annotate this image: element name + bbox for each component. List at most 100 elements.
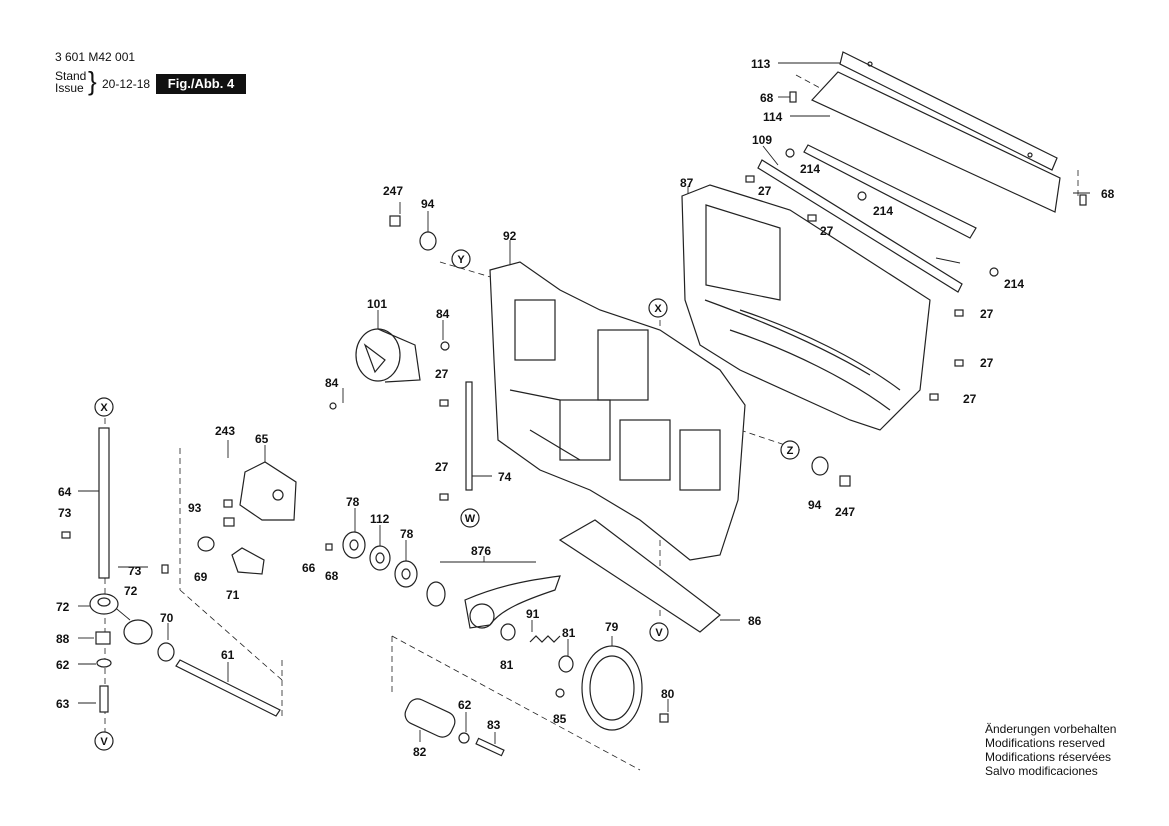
callout-79: 79 <box>605 620 619 634</box>
svg-text:X: X <box>100 402 108 414</box>
callout-91: 91 <box>526 607 540 621</box>
callout-62: 62 <box>56 658 70 672</box>
callout-83: 83 <box>487 718 501 732</box>
parts-81-washers <box>500 623 574 673</box>
part-69-bushing <box>197 536 215 552</box>
part-247-screw-a <box>389 215 401 227</box>
callout-86: 86 <box>748 614 762 628</box>
callout-84: 84 <box>436 307 450 321</box>
callout-876: 876 <box>471 544 492 558</box>
marker-y: Y <box>451 249 471 269</box>
part-876-lever <box>426 575 561 629</box>
callout-80: 80 <box>661 687 675 701</box>
note-fr: Modifications réservées <box>985 750 1112 764</box>
callout-88: 88 <box>56 632 70 646</box>
callout-27: 27 <box>820 224 834 238</box>
brace-glyph: } <box>88 66 97 96</box>
svg-text:W: W <box>465 513 476 525</box>
callout-93: 93 <box>188 501 202 515</box>
marker-x-2: X <box>94 397 114 417</box>
part-87-guard <box>681 184 931 431</box>
part-72-gear-a <box>89 593 119 615</box>
part-71-clip <box>231 547 265 575</box>
washers-78-112 <box>342 531 418 588</box>
marker-w: W <box>460 508 480 528</box>
part-109-rail <box>757 159 963 293</box>
callout-27: 27 <box>435 460 449 474</box>
part-63-screw <box>99 685 109 713</box>
part-113-114-strips <box>803 51 1061 239</box>
callout-247: 247 <box>383 184 404 198</box>
callout-214: 214 <box>800 162 821 176</box>
part-65-bracket <box>239 461 297 521</box>
stand-label: Stand <box>55 69 87 83</box>
callout-27: 27 <box>435 367 449 381</box>
leader-lines <box>78 62 1090 744</box>
callout-114: 114 <box>763 110 783 124</box>
part-88-nut <box>95 631 111 645</box>
part-83-screw <box>475 737 505 757</box>
marker-x-1: X <box>648 298 668 318</box>
note-es: Salvo modificaciones <box>985 764 1098 778</box>
reference-markers: Y X X W Z V V <box>94 249 800 751</box>
callout-72: 72 <box>56 600 70 614</box>
callout-112: 112 <box>370 512 390 526</box>
svg-text:X: X <box>654 303 662 315</box>
part-101-sleeve <box>355 328 421 383</box>
callout-247: 247 <box>835 505 856 519</box>
part-94-washer-b <box>811 456 829 476</box>
part-79-knob <box>581 645 643 731</box>
part-247-screw-b <box>839 475 851 487</box>
part-86-cover <box>558 519 721 633</box>
callout-27: 27 <box>980 307 994 321</box>
callout-214: 214 <box>873 204 894 218</box>
callout-78: 78 <box>400 527 414 541</box>
issue-label: Issue <box>55 81 84 95</box>
part-61-shaft <box>175 659 281 717</box>
part-94-washer-a <box>419 231 437 251</box>
part-82-grip <box>404 698 456 738</box>
part-64-shaft <box>98 427 110 579</box>
marker-v-2: V <box>94 731 114 751</box>
part-91-spring <box>529 635 561 643</box>
issue-date: 20-12-18 <box>102 77 151 91</box>
callout-94: 94 <box>421 197 435 211</box>
callout-65: 65 <box>255 432 269 446</box>
callout-74: 74 <box>498 470 512 484</box>
callout-92: 92 <box>503 229 517 243</box>
callout-68: 68 <box>325 569 339 583</box>
small-screws <box>61 91 1087 744</box>
callout-243: 243 <box>215 424 236 438</box>
svg-text:Z: Z <box>787 445 794 457</box>
callout-62: 62 <box>458 698 472 712</box>
modification-notes: Änderungen vorbehalten Modifications res… <box>985 722 1116 778</box>
svg-text:V: V <box>655 627 663 639</box>
marker-z: Z <box>780 440 800 460</box>
part-62-washer-a <box>96 658 112 668</box>
note-de: Änderungen vorbehalten <box>985 722 1117 736</box>
callout-214: 214 <box>1004 277 1025 291</box>
callout-66: 66 <box>302 561 316 575</box>
callout-87: 87 <box>680 176 694 190</box>
callout-73: 73 <box>58 506 72 520</box>
callout-109: 109 <box>752 133 773 147</box>
callout-63: 63 <box>56 697 70 711</box>
callout-113: 113 <box>751 57 771 71</box>
callout-61: 61 <box>221 648 235 662</box>
callout-27: 27 <box>980 356 994 370</box>
callout-84: 84 <box>325 376 339 390</box>
svg-text:V: V <box>100 736 108 748</box>
part-70-ring <box>157 642 175 662</box>
callout-69: 69 <box>194 570 208 584</box>
marker-v-1: V <box>649 622 669 642</box>
part-92-frame <box>489 261 746 561</box>
callout-27: 27 <box>758 184 772 198</box>
callout-68: 68 <box>1101 187 1115 201</box>
callout-27: 27 <box>963 392 977 406</box>
callout-94: 94 <box>808 498 822 512</box>
note-en: Modifications reserved <box>985 736 1106 750</box>
svg-text:Y: Y <box>457 254 465 266</box>
callout-73: 73 <box>128 564 142 578</box>
callout-81: 81 <box>500 658 514 672</box>
